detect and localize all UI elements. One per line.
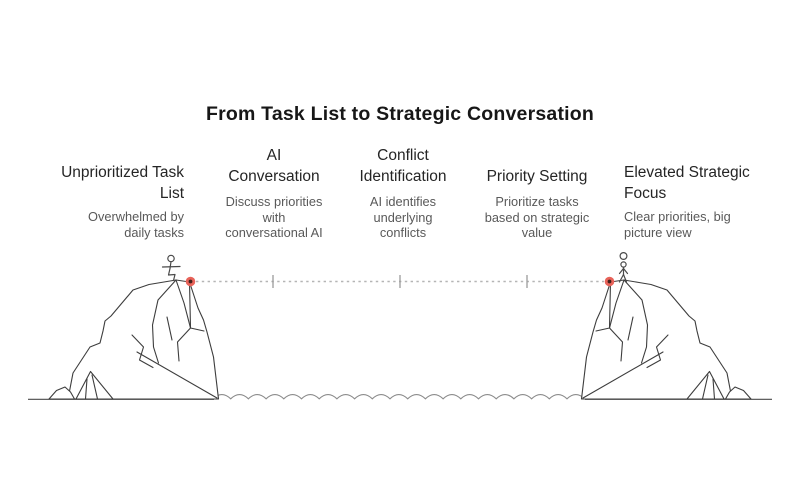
stage-heading: Unprioritized Task List (61, 164, 184, 202)
crouching-stick-figure (161, 254, 181, 282)
stage-description: Overwhelmed by daily tasks (87, 209, 184, 240)
right-anchor-marker (604, 276, 615, 287)
stage-description: Prioritize tasks based on strategic valu… (484, 194, 590, 240)
rope-tick-marks (272, 275, 528, 288)
standing-stick-figure (618, 252, 629, 283)
anchor-dot-core (188, 279, 193, 284)
stage-description: Clear priorities, big picture view (624, 209, 731, 240)
left-anchor-marker (185, 276, 196, 287)
water-waves (212, 394, 586, 400)
tightrope-dotted-line (196, 275, 604, 288)
left-cliff (48, 279, 220, 400)
page-title: From Task List to Strategic Conversation (206, 103, 594, 125)
anchor-dot-core (607, 279, 612, 284)
stage-heading: Conflict Identification (359, 147, 447, 185)
stage-heading: Elevated Strategic Focus (624, 164, 750, 202)
stage-heading: AI Conversation (228, 147, 320, 185)
stage-priority-setting: Priority Setting Prioritize tasks based … (457, 166, 617, 241)
stage-description: AI identifies underlying conflicts (369, 194, 437, 240)
stage-description: Discuss priorities with conversational A… (225, 194, 323, 240)
stage-elevated-strategic-focus: Elevated Strategic Focus Clear prioritie… (624, 162, 769, 240)
stage-conflict-identification: Conflict Identification AI identifies un… (333, 145, 473, 241)
stage-unprioritized-task-list: Unprioritized Task List Overwhelmed by d… (34, 162, 184, 240)
stage-heading: Priority Setting (486, 168, 588, 185)
stage-ai-conversation: AI Conversation Discuss priorities with … (204, 145, 344, 241)
right-cliff (580, 279, 752, 400)
